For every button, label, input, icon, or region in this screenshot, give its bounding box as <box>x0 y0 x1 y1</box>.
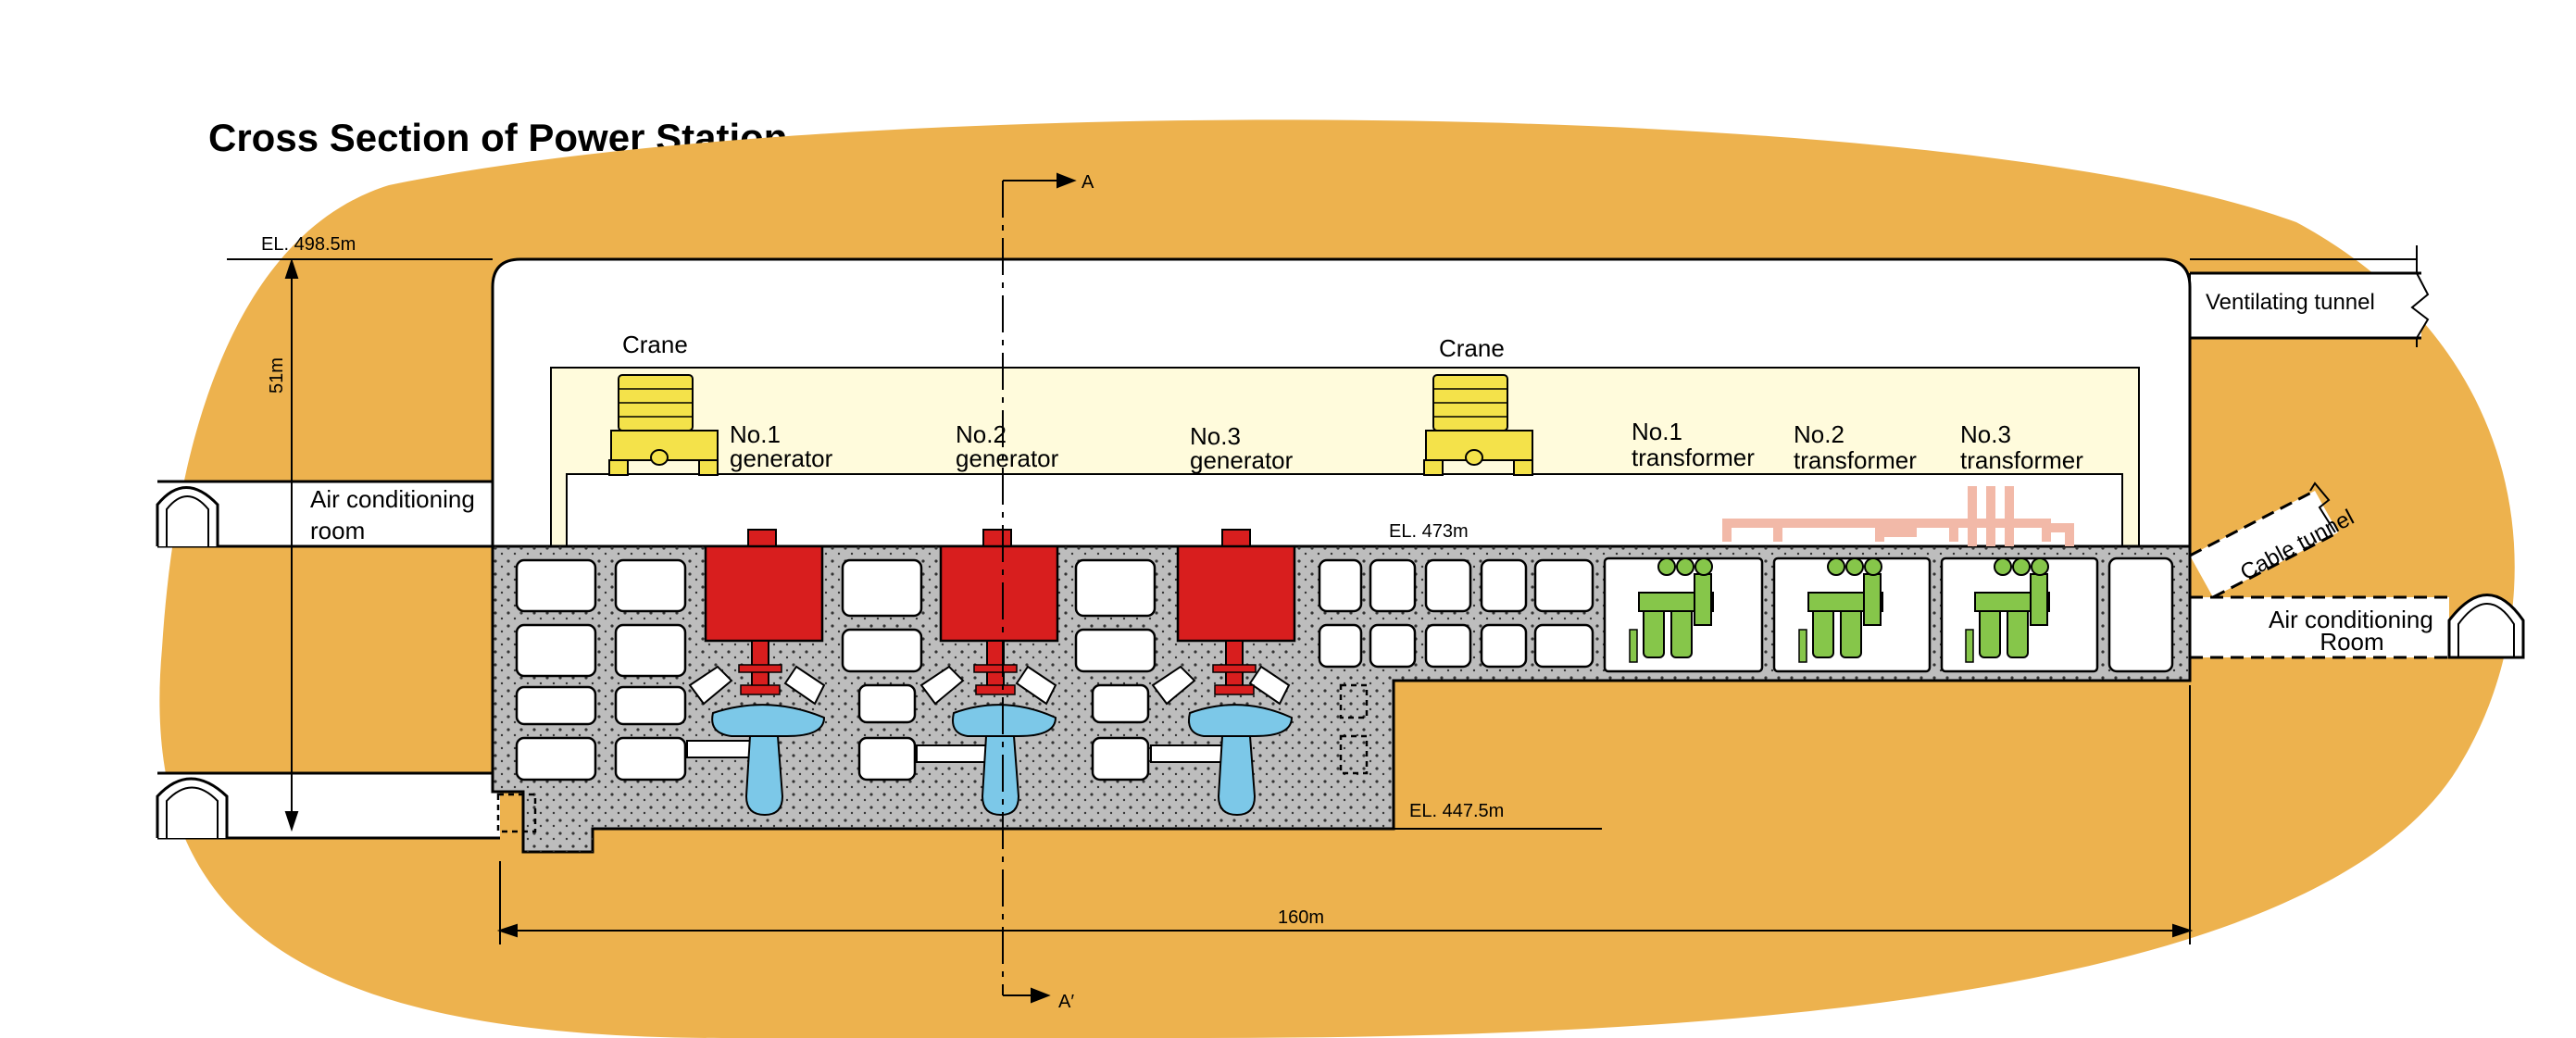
air-conditioning-room-right-line1: Air conditioning <box>2269 606 2433 633</box>
transformer-unit-2 <box>1798 557 1883 663</box>
turbine-unit-3 <box>1188 704 1294 817</box>
elevation-top-label: EL. 498.5m <box>261 234 356 255</box>
crane-rail-ledge <box>566 473 2123 547</box>
transformer-3-label-line1: No.3 <box>1960 420 2011 448</box>
turbine-unit-1 <box>711 704 826 817</box>
generator-unit-1 <box>704 529 824 695</box>
crane-right-label: Crane <box>1439 334 1505 362</box>
generator-1-label-line1: No.1 <box>730 420 781 448</box>
left-upper-access-tunnel <box>156 480 495 548</box>
length-dimension-label: 160m <box>1278 907 1324 928</box>
ventilating-tunnel-label: Ventilating tunnel <box>2206 290 2375 315</box>
transformer-2-label-line2: transformer <box>1794 446 1917 474</box>
elevation-floor-label: EL. 473m <box>1389 521 1469 542</box>
turbine-unit-2 <box>952 704 1057 817</box>
air-conditioning-room-right-line2: Room <box>2320 628 2383 656</box>
height-dimension-label: 51m <box>267 357 287 394</box>
ventilating-tunnel <box>2189 245 2430 347</box>
bus-ducts <box>1722 486 2074 546</box>
length-dimension-line <box>496 685 2194 944</box>
elevation-lines <box>227 258 2417 830</box>
left-lower-access-tunnel <box>156 771 500 840</box>
generator-3-label-line2: generator <box>1190 446 1294 474</box>
transformer-1-label-line2: transformer <box>1632 444 1755 471</box>
generator-2-label-line1: No.2 <box>956 420 1007 448</box>
elevation-bottom-label: EL. 447.5m <box>1409 801 1504 821</box>
generator-2-label-line2: generator <box>956 444 1059 472</box>
generator-1-label-line2: generator <box>730 444 833 472</box>
section-line-a <box>1002 172 1077 1004</box>
crane-left <box>608 374 719 476</box>
air-conditioning-room-left-line1: Air conditioning <box>310 485 475 513</box>
transformer-1-label-line1: No.1 <box>1632 418 1682 445</box>
transformer-unit-1 <box>1629 557 1714 663</box>
transformer-unit-3 <box>1965 557 2050 663</box>
air-conditioning-room-left-line2: room <box>310 517 365 544</box>
crane-left-label: Crane <box>622 331 688 358</box>
right-air-conditioning-tunnel <box>2190 594 2525 659</box>
section-mark-bottom: A′ <box>1058 992 1074 1012</box>
generator-unit-3 <box>1176 529 1296 695</box>
water-passages <box>686 665 1291 763</box>
generator-unit-2 <box>939 529 1059 695</box>
cable-tunnel <box>2189 481 2339 599</box>
generator-3-label-line1: No.3 <box>1190 422 1241 450</box>
transformer-3-label-line2: transformer <box>1960 446 2083 474</box>
transformer-2-label-line1: No.2 <box>1794 420 1844 448</box>
crane-right <box>1423 374 1533 476</box>
section-mark-top: A <box>1082 172 1094 193</box>
height-dimension-line <box>284 257 299 832</box>
